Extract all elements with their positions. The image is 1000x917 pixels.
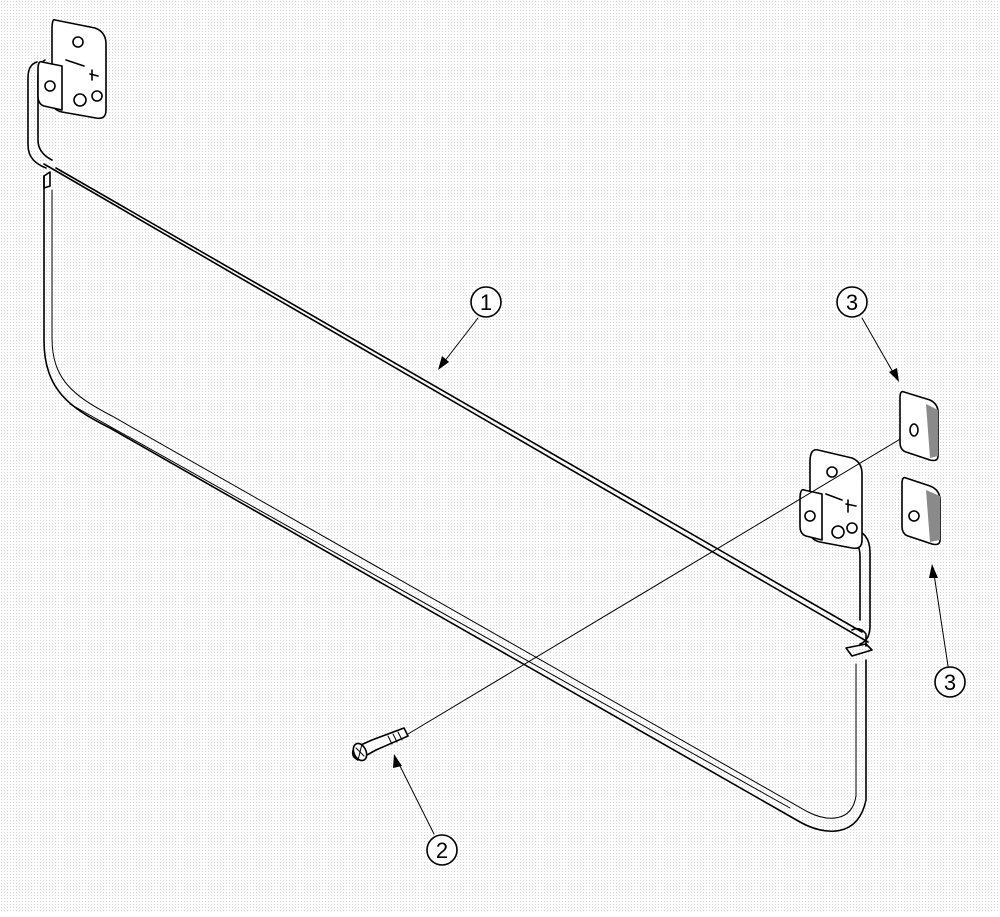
step-panel-outline [43, 175, 867, 832]
speed-nut-lower [901, 476, 941, 546]
step-top-edge [43, 163, 869, 643]
step-assembly [27, 18, 873, 832]
right-hinge-plate [799, 448, 863, 550]
callout-3a-label: 3 [846, 290, 858, 315]
callout-2: 2 [393, 754, 458, 866]
left-hinge-plate [37, 18, 107, 120]
callout-3b-label: 3 [944, 670, 956, 695]
screw-axis-line [407, 431, 913, 735]
screw [351, 727, 409, 762]
speed-nut-upper [899, 390, 939, 462]
left-support-rod [27, 61, 47, 169]
callout-1: 1 [438, 286, 502, 370]
callout-1-label: 1 [480, 290, 492, 315]
callout-3b: 3 [929, 564, 966, 698]
callout-2-label: 2 [436, 838, 448, 863]
callout-3a: 3 [836, 286, 899, 382]
